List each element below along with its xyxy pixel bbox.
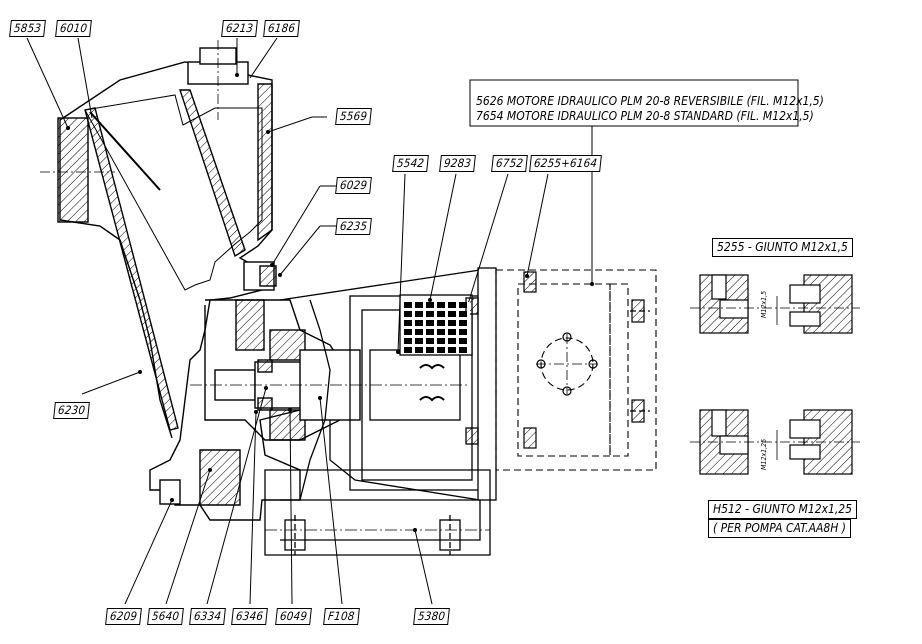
motor-note-reversible: 5626 MOTORE IDRAULICO PLM 20-8 REVERSIBI… [476,94,824,108]
grid-cells [404,299,470,353]
label-6010: 6010 [55,20,93,37]
coupling1-dim: M12x1,5 [760,290,768,318]
label-6049: 6049 [275,608,313,625]
label-6213: 6213 [221,20,259,37]
label-6334: 6334 [189,608,227,625]
coupling2-subtitle: ( PER POMPA CAT.AA8H ) [708,519,851,538]
pump-body [40,40,470,521]
coupling-detail-2 [690,409,860,475]
coupling-detail-1 [690,274,860,334]
label-5542: 5542 [392,155,430,172]
label-5853: 5853 [9,20,47,37]
label-F108: F108 [323,608,360,625]
label-6029: 6029 [335,177,373,194]
label-5640: 5640 [147,608,185,625]
label-6255-6164: 6255+6164 [529,155,603,172]
coupling2-dim: M12x1,25 [760,438,768,470]
motor-note-standard: 7654 MOTORE IDRAULICO PLM 20-8 STANDARD … [476,109,814,123]
coupling2-title: H512 - GIUNTO M12x1,25 [708,500,857,519]
label-5380: 5380 [413,608,451,625]
motor-centerlines [523,271,650,449]
label-6235: 6235 [335,218,373,235]
label-5569: 5569 [335,108,373,125]
label-6752: 6752 [491,155,529,172]
label-6186: 6186 [263,20,301,37]
label-6230: 6230 [53,402,91,419]
label-9283: 9283 [439,155,477,172]
label-6346: 6346 [231,608,269,625]
coupling1-title: 5255 - GIUNTO M12x1,5 [712,238,853,257]
motor-note-frame [469,79,799,127]
label-6209: 6209 [105,608,143,625]
leader-dots [66,73,594,532]
leader-lines [26,37,593,605]
